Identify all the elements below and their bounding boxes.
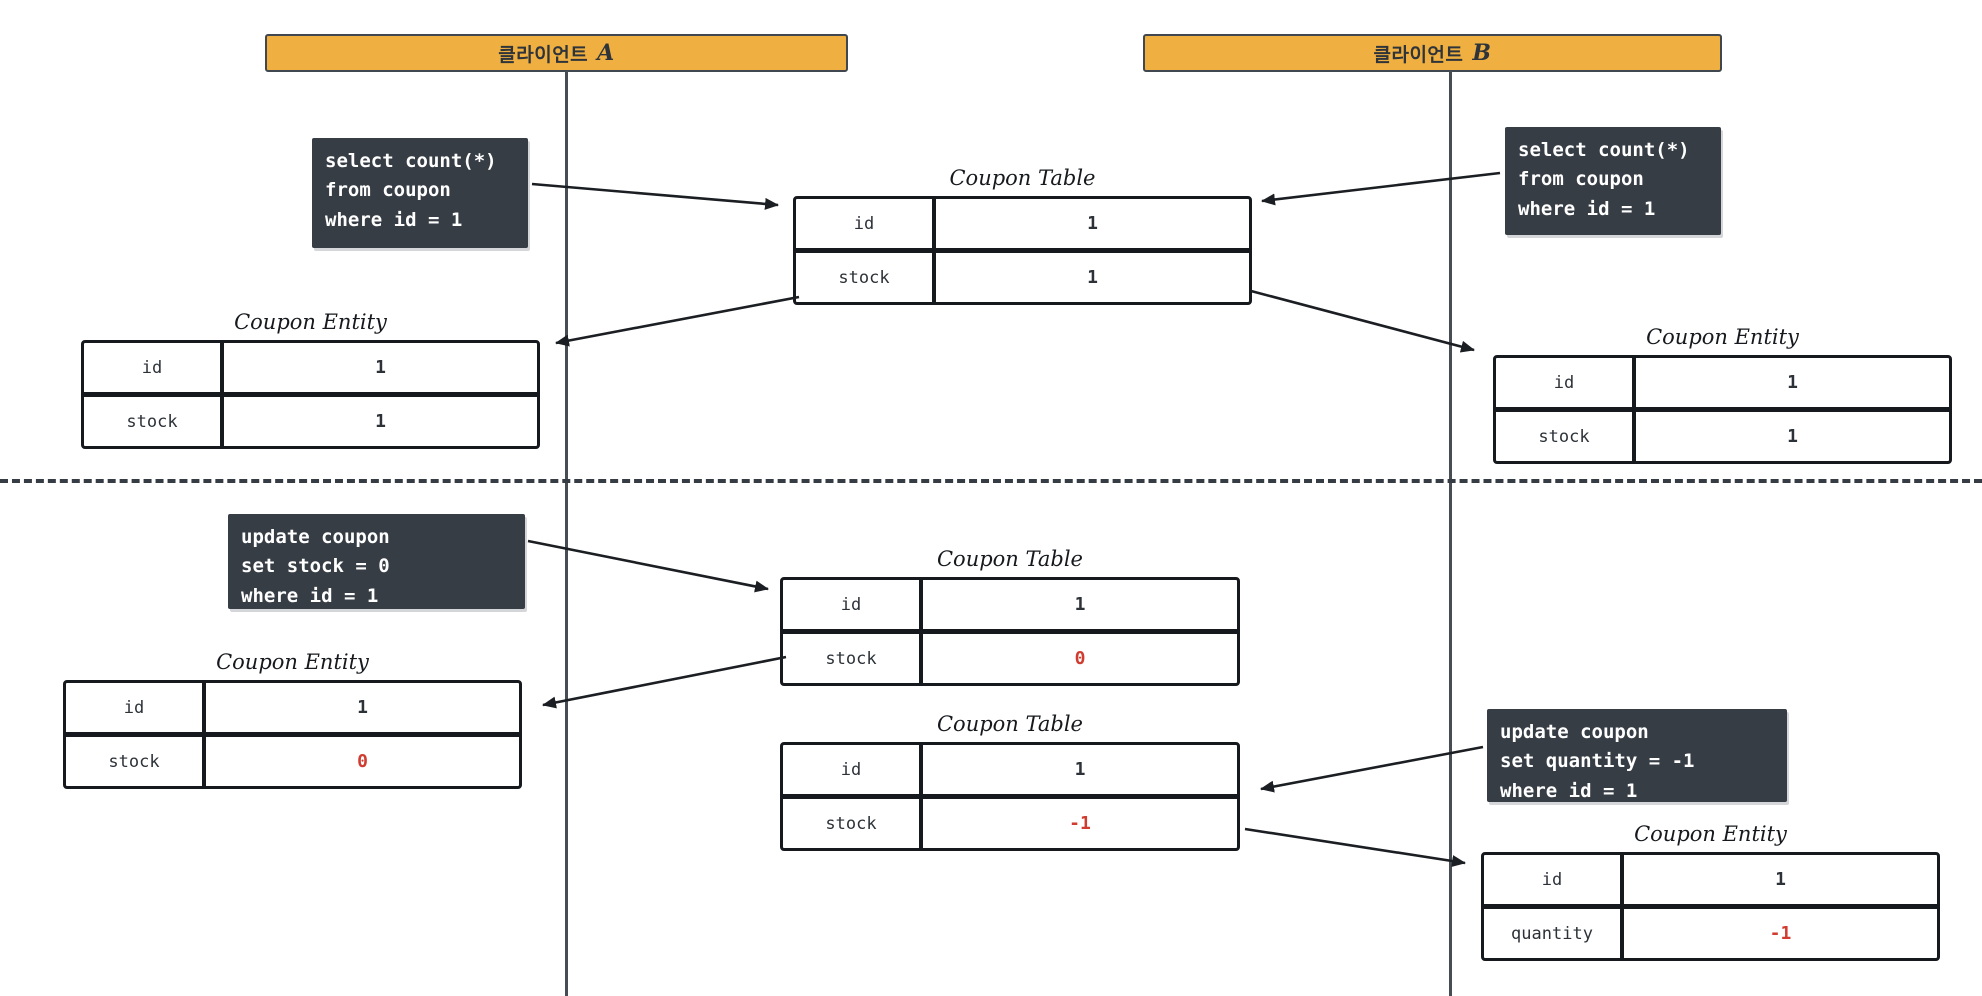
coupon-table-initial: Coupon Table id 1 stock 1 [793,165,1252,305]
sql-update-client-a: update coupon set stock = 0 where id = 1 [228,514,525,609]
coupon-entity-client-b-initial: Coupon Entity id 1 stock 1 [1493,324,1952,464]
table-title: Coupon Entity [1646,325,1799,349]
client-a-label: 클라이언트 [498,44,589,66]
table-row: id 1 [796,199,1249,248]
table-row: id 1 [84,343,537,392]
table-row: id 1 [66,683,519,732]
arrow-coupon-table-to-entity-b [1250,289,1475,353]
table-row: quantity -1 [1484,904,1937,958]
sql-select-client-a: select count(*) from coupon where id = 1 [312,138,528,248]
row-key: stock [796,253,936,302]
coupon-entity-client-a-initial: Coupon Entity id 1 stock 1 [81,309,540,449]
row-value: 1 [375,411,386,432]
table-row: id 1 [1496,358,1949,407]
row-key: id [1484,855,1624,904]
row-value: 0 [1074,648,1086,669]
client-a-letter: A [597,40,615,66]
row-value: 1 [1087,213,1098,234]
row-value: 1 [1775,869,1786,890]
row-key: id [1496,358,1636,407]
client-b-letter: B [1472,40,1492,66]
table-row: stock 0 [783,629,1237,683]
table-row: stock -1 [783,794,1237,848]
row-key: quantity [1484,909,1624,958]
client-a-header: 클라이언트 A [265,34,848,72]
client-b-header: 클라이언트 B [1143,34,1722,72]
phase-divider-dashed-line [0,479,1982,483]
row-value: 1 [1074,759,1086,780]
row-value: 1 [1787,372,1798,393]
table-title: Coupon Table [936,547,1083,571]
table-row: stock 1 [796,248,1249,302]
sql-update-client-b: update coupon set quantity = -1 where id… [1487,709,1787,802]
table-title: Coupon Table [936,712,1083,736]
row-key: id [796,199,936,248]
row-key: id [84,343,224,392]
table-grid: id 1 stock -1 [780,742,1240,851]
table-grid: id 1 stock 1 [81,340,540,449]
table-row: id 1 [783,745,1237,794]
table-title: Coupon Entity [234,310,387,334]
coupon-entity-client-a-after-update: Coupon Entity id 1 stock 0 [63,649,522,789]
arrow-select-a-to-coupon-table [531,182,779,210]
row-value: -1 [1769,923,1792,944]
row-value: 0 [357,751,368,772]
table-grid: id 1 stock 0 [780,577,1240,686]
table-grid: id 1 quantity -1 [1481,852,1940,961]
row-value: 1 [375,357,386,378]
table-grid: id 1 stock 0 [63,680,522,789]
row-key: stock [84,397,224,446]
row-key: stock [1496,412,1636,461]
row-value: 1 [1087,267,1098,288]
row-value: 1 [1787,426,1798,447]
arrow-coupon-table-to-entity-a [555,295,800,347]
client-b-label: 클라이언트 [1373,44,1464,66]
client-a-lifeline [565,71,568,996]
row-value: -1 [1069,813,1091,834]
table-grid: id 1 stock 1 [793,196,1252,305]
table-title: Coupon Entity [216,650,369,674]
row-key: stock [66,737,206,786]
table-row: id 1 [1484,855,1937,904]
arrow-coupon-table-to-entity-b-updated [1244,827,1466,867]
sql-select-client-b: select count(*) from coupon where id = 1 [1505,127,1721,235]
row-value: 1 [1074,594,1086,615]
table-grid: id 1 stock 1 [1493,355,1952,464]
arrow-select-b-to-coupon-table [1261,171,1501,206]
table-title: Coupon Table [949,166,1096,190]
row-key: id [783,745,923,794]
coupon-table-after-update-a: Coupon Table id 1 stock 0 [780,546,1240,686]
table-row: stock 1 [1496,407,1949,461]
table-row: stock 1 [84,392,537,446]
arrow-coupon-table-to-entity-a-updated [542,655,787,709]
arrow-update-a-to-coupon-table [527,539,769,593]
coupon-entity-client-b-after-update: Coupon Entity id 1 quantity -1 [1481,821,1940,961]
row-key: id [66,683,206,732]
table-row: id 1 [783,580,1237,629]
row-key: stock [783,634,923,683]
coupon-table-after-update-b: Coupon Table id 1 stock -1 [780,711,1240,851]
table-title: Coupon Entity [1634,822,1787,846]
table-row: stock 0 [66,732,519,786]
row-value: 1 [357,697,368,718]
client-b-lifeline [1449,71,1452,996]
row-key: id [783,580,923,629]
row-key: stock [783,799,923,848]
